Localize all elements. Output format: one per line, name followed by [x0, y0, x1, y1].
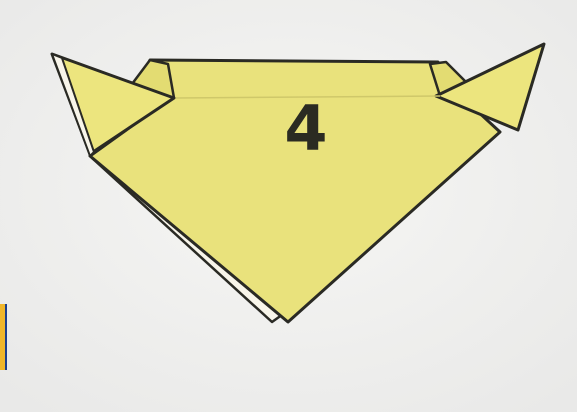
step-number-label: 4: [266, 98, 346, 160]
corner-marker: [0, 304, 7, 370]
